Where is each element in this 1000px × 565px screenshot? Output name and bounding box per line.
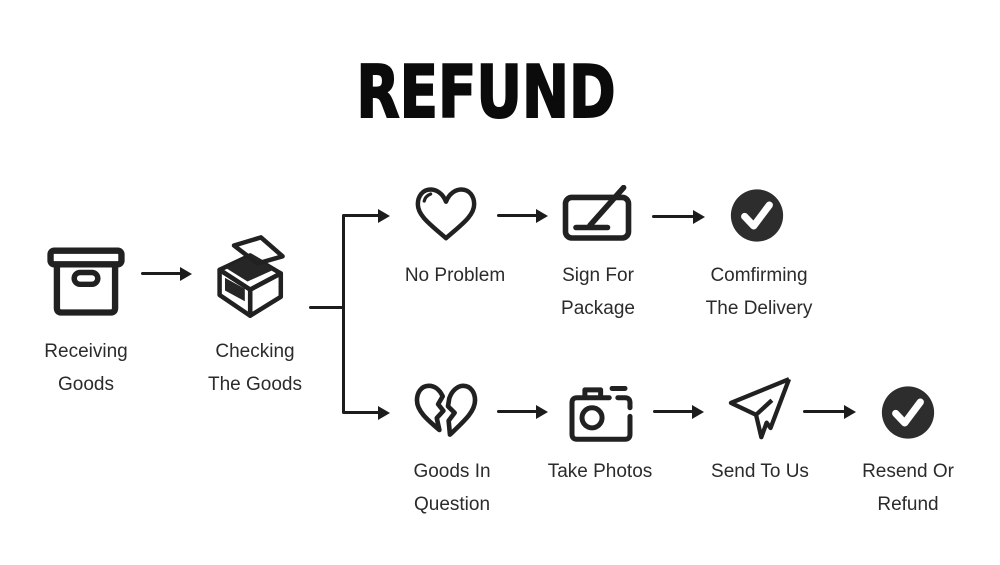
heart-icon <box>414 185 478 244</box>
branch-vertical-line <box>342 214 345 414</box>
camera-icon <box>567 382 640 445</box>
flow-arrow <box>653 404 704 419</box>
paper-plane-icon <box>727 373 793 446</box>
branch-bottom-arrow <box>343 405 390 420</box>
step-label-receiving-goods: Receiving Goods <box>44 341 128 395</box>
open-box-icon <box>207 231 297 323</box>
step-label-no-problem: No Problem <box>404 265 506 286</box>
flow-arrow <box>803 404 856 419</box>
flow-arrow <box>141 266 192 281</box>
branch-top-arrow <box>343 208 390 223</box>
page-title: REFUND <box>356 50 617 134</box>
step-label-sign-for-package: Sign For Package <box>561 265 635 319</box>
broken-heart-icon <box>413 381 479 442</box>
flow-arrow <box>497 208 548 223</box>
archive-box-icon <box>46 245 126 320</box>
step-label-take-photos: Take Photos <box>547 461 653 482</box>
branch-connector-line <box>309 306 345 309</box>
step-label-confirming-the-delivery: Comfirming The Delivery <box>705 265 813 319</box>
step-label-resend-or-refund: Resend Or Refund <box>862 461 954 515</box>
flow-arrow <box>652 209 705 224</box>
check-circle-icon <box>728 187 786 244</box>
check-circle-icon <box>879 384 937 441</box>
step-label-checking-the-goods: Checking The Goods <box>208 341 302 395</box>
step-label-send-to-us: Send To Us <box>711 461 809 482</box>
signature-pad-icon <box>562 185 632 242</box>
flow-arrow <box>497 404 548 419</box>
step-label-goods-in-question: Goods In Question <box>413 461 491 515</box>
